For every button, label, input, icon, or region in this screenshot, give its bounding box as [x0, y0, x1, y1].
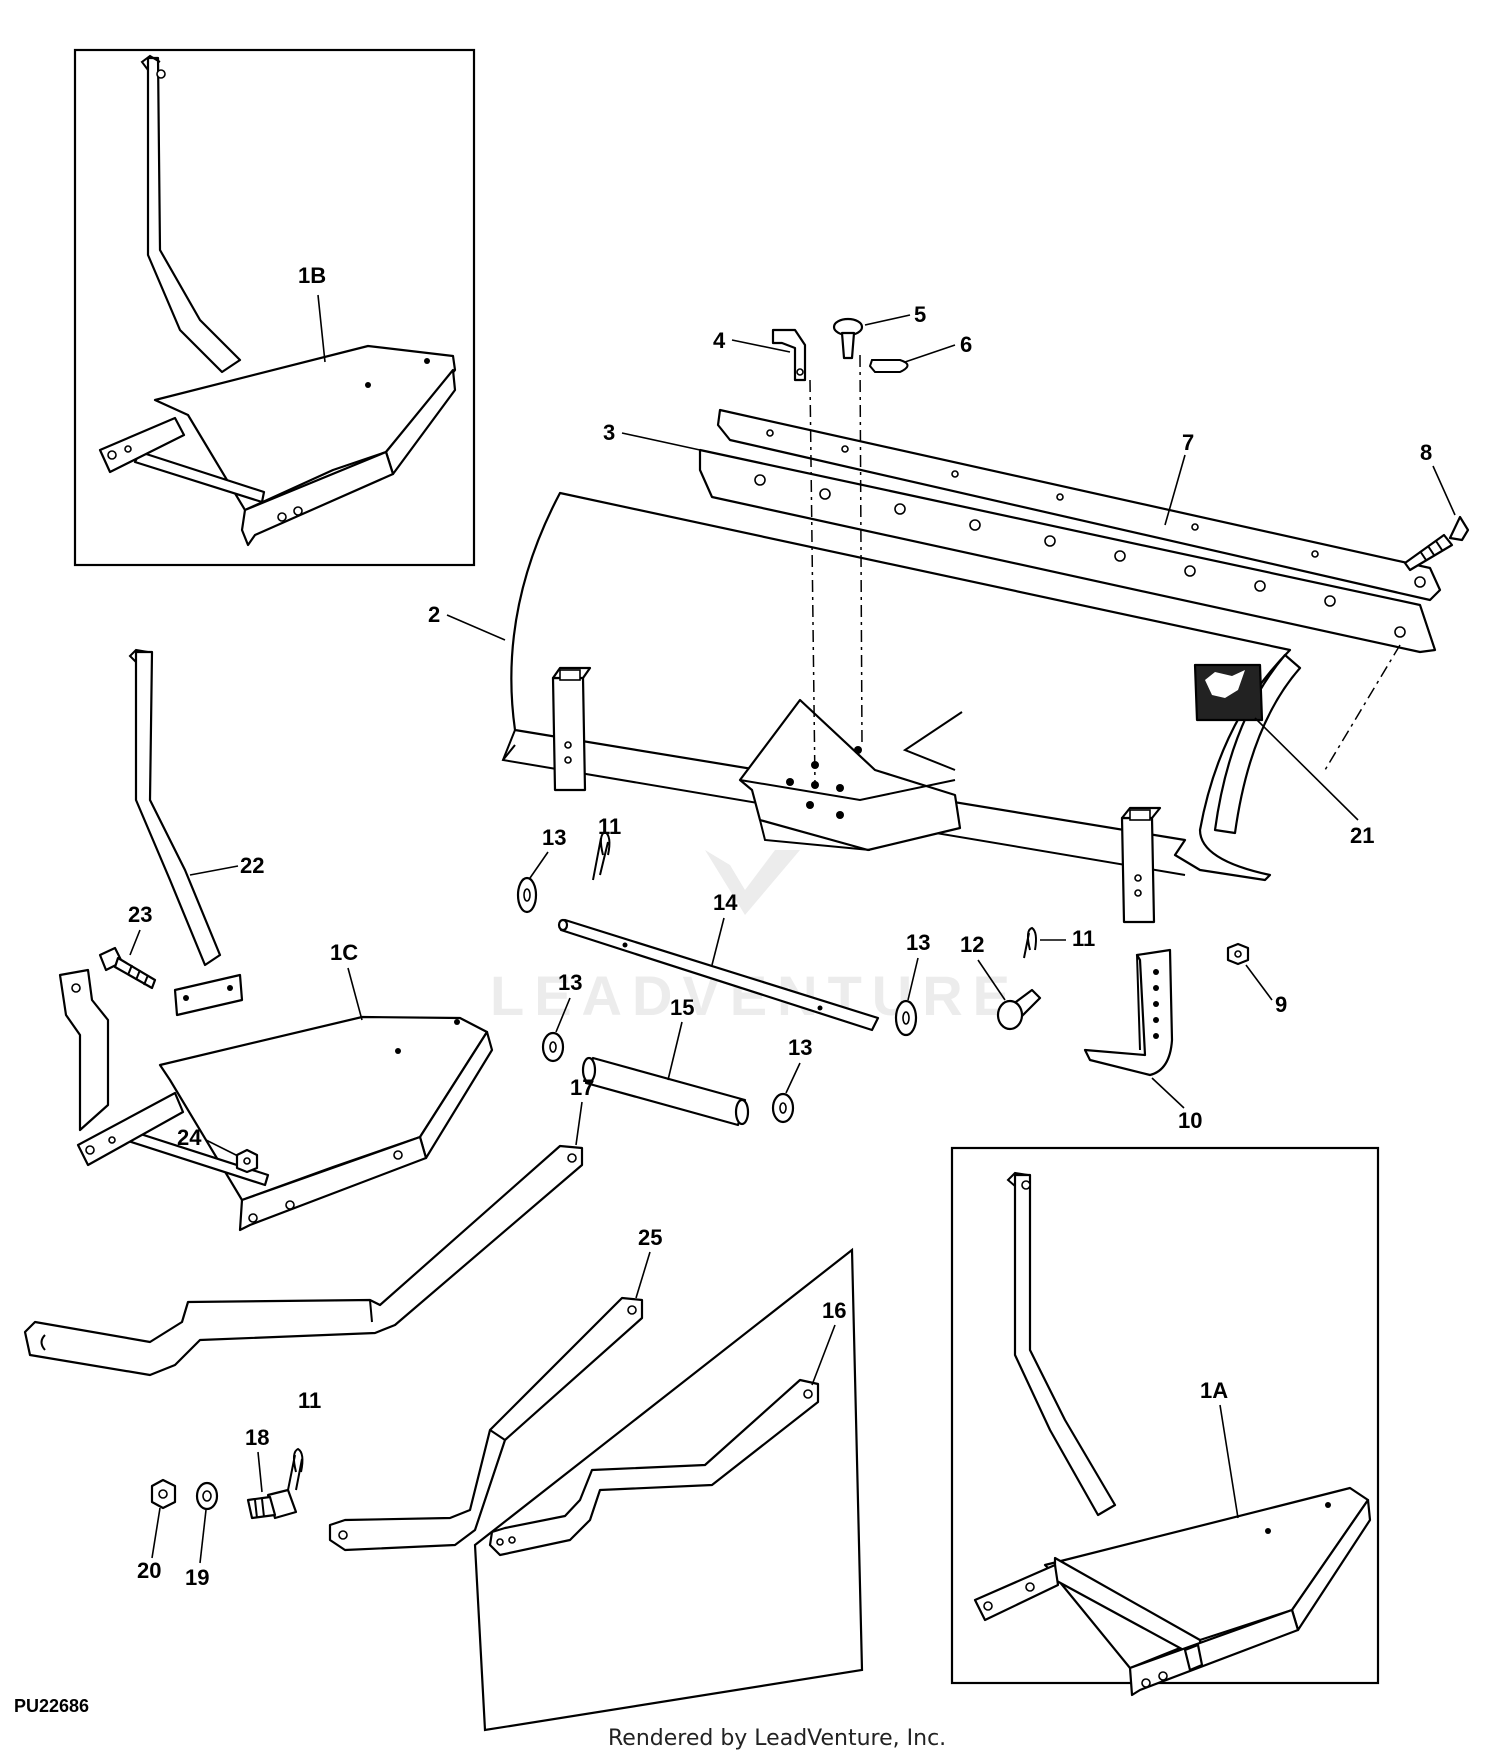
callout-1b: 1B: [298, 263, 326, 288]
watermark-text: LEADVENTURE: [490, 964, 1020, 1027]
callout-12: 12: [960, 932, 984, 957]
spacer-tube-15: [581, 1056, 750, 1127]
callout-11b: 11: [1072, 926, 1095, 951]
rod-14: [557, 918, 880, 1032]
callout-16: 16: [822, 1298, 846, 1323]
callout-9: 9: [1275, 992, 1287, 1017]
blade-assembly: [501, 408, 1442, 924]
assembly-1c: [58, 968, 494, 1232]
hairpin-11b: [1023, 926, 1037, 959]
callout-23: 23: [128, 902, 152, 927]
callout-24: 24: [177, 1125, 202, 1150]
callout-18: 18: [245, 1425, 269, 1450]
link-17: [23, 1144, 584, 1377]
bolt-23: [98, 946, 157, 990]
callout-1c: 1C: [330, 940, 358, 965]
callout-15: 15: [670, 995, 694, 1020]
inset-16: [473, 1247, 864, 1732]
callout-6: 6: [960, 332, 972, 357]
link-25: [328, 1296, 644, 1552]
callouts: 2 3 4 5 6 7 8 9 10 11 11 11 12 13 13 13 …: [128, 302, 1456, 1590]
credit-text: Rendered by LeadVenture, Inc.: [608, 1726, 946, 1750]
callout-7: 7: [1182, 430, 1194, 455]
callout-11c: 11: [298, 1388, 321, 1413]
callout-13d: 13: [788, 1035, 812, 1060]
callout-13a: 13: [542, 825, 566, 850]
washer-19: [195, 1481, 219, 1511]
figure-id: PU22686: [14, 1696, 89, 1716]
pin-5: [832, 317, 864, 746]
callout-20: 20: [137, 1558, 161, 1583]
watermark: LEADVENTURE: [490, 850, 1020, 1027]
pin-4: [771, 328, 816, 786]
callout-21: 21: [1350, 823, 1374, 848]
callout-4: 4: [713, 328, 726, 353]
callout-19: 19: [185, 1565, 209, 1590]
callout-3: 3: [603, 420, 615, 445]
callout-22: 22: [240, 853, 264, 878]
callout-2: 2: [428, 602, 440, 627]
inset-1b: 1B: [73, 48, 476, 567]
clevis-pin-12: [996, 988, 1042, 1031]
callout-5: 5: [914, 302, 926, 327]
hairpin-6: [868, 359, 909, 373]
callout-1a: 1A: [1200, 1378, 1228, 1403]
bolt-8: [1403, 515, 1470, 572]
callout-13b: 13: [906, 930, 930, 955]
hairpin-11c: [286, 1447, 304, 1496]
callout-10: 10: [1178, 1108, 1202, 1133]
callout-17: 17: [570, 1075, 594, 1100]
skid-shoe-10: [1083, 948, 1174, 1077]
bracket-22: [128, 648, 244, 1017]
nut-20: [150, 1478, 177, 1510]
bolt-18: [246, 1488, 298, 1520]
callout-13c: 13: [558, 970, 582, 995]
callout-8: 8: [1420, 440, 1432, 465]
callout-11a: 11: [598, 814, 621, 839]
hairpin-11a: [592, 830, 611, 881]
callout-25: 25: [638, 1225, 662, 1250]
inset-1a: [950, 1146, 1380, 1697]
callout-14: 14: [713, 890, 738, 915]
